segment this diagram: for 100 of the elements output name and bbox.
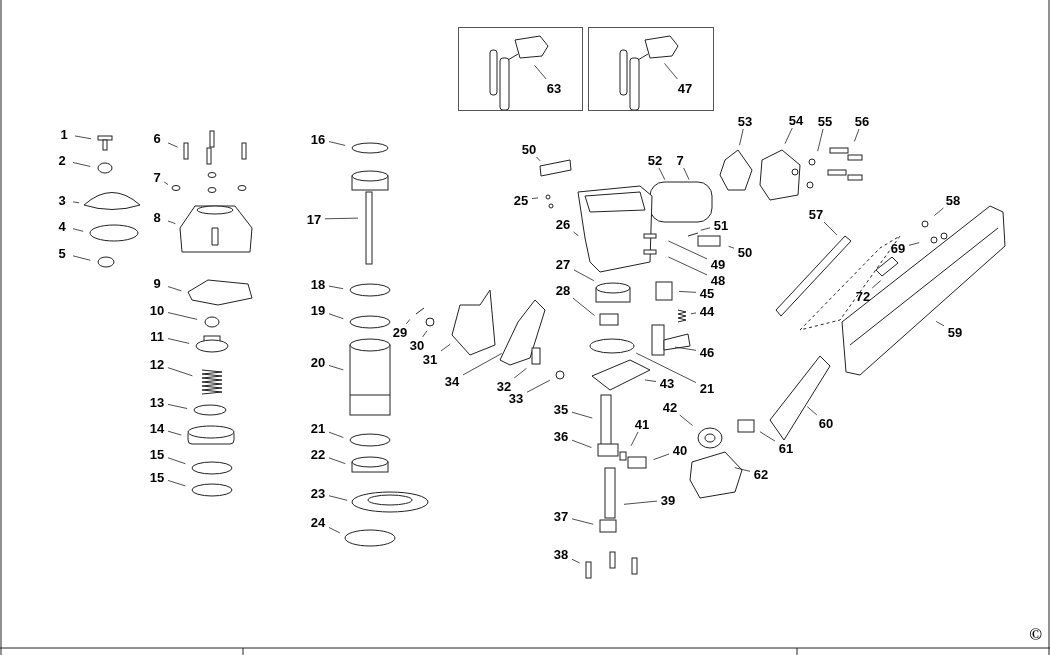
leader-line: [734, 467, 751, 472]
callout-number: 45: [696, 285, 718, 301]
callout-number: 72: [852, 288, 874, 304]
leader-line: [324, 217, 359, 220]
leader-line: [167, 430, 182, 436]
leader-line: [571, 439, 592, 448]
callout-number: 7: [669, 152, 691, 168]
detail-inset-frame: [588, 27, 714, 111]
callout-number: 55: [814, 113, 836, 129]
callout-number: 20: [307, 354, 329, 370]
leader-line: [526, 379, 551, 393]
leader-line: [167, 338, 190, 344]
callout-number: 29: [389, 324, 411, 340]
callout-number: 57: [805, 206, 827, 222]
leader-line: [635, 352, 697, 383]
callout-number: 47: [674, 80, 696, 96]
leader-line: [462, 353, 503, 376]
callout-number: 35: [550, 401, 572, 417]
leader-line: [536, 156, 541, 162]
callout-number: 17: [303, 211, 325, 227]
callout-number: 31: [419, 351, 441, 367]
callout-number: 51: [710, 217, 732, 233]
leader-line: [784, 127, 793, 145]
leader-line: [817, 128, 824, 152]
callout-number: 1: [53, 126, 75, 142]
leader-line: [700, 227, 711, 231]
callout-number: 15: [146, 469, 168, 485]
leader-line: [644, 379, 657, 382]
callout-number: 8: [146, 209, 168, 225]
callout-number: 13: [146, 394, 168, 410]
leader-line: [513, 367, 527, 379]
leader-line: [571, 518, 594, 525]
callout-number: 46: [696, 344, 718, 360]
callout-number: 7: [146, 169, 168, 185]
leader-line: [328, 365, 344, 371]
leader-line: [806, 406, 818, 416]
callout-number: 3: [51, 192, 73, 208]
callout-number: 52: [644, 152, 666, 168]
detail-inset-frame: [458, 27, 583, 111]
leader-line: [328, 285, 344, 290]
leader-line: [167, 404, 188, 409]
callout-number: 27: [552, 256, 574, 272]
callout-number: 2: [51, 152, 73, 168]
leader-line: [422, 330, 428, 338]
callout-number: 15: [146, 446, 168, 462]
leader-line: [679, 414, 693, 426]
leader-line: [167, 286, 182, 292]
leader-line: [823, 221, 838, 236]
callout-number: 50: [518, 141, 540, 157]
leader-line: [667, 256, 708, 276]
leader-line: [690, 312, 697, 315]
leader-line: [167, 367, 193, 377]
leader-line: [571, 558, 581, 564]
callout-number: 36: [550, 428, 572, 444]
leader-line: [534, 64, 547, 80]
callout-number: 37: [550, 508, 572, 524]
callout-number: 58: [942, 192, 964, 208]
callout-number: 43: [656, 375, 678, 391]
leader-line: [72, 201, 80, 204]
copyright-mark: ©: [1029, 626, 1042, 643]
leader-line: [572, 297, 595, 316]
callout-number: 9: [146, 275, 168, 291]
leader-line: [623, 500, 658, 505]
callout-number: 12: [146, 356, 168, 372]
callout-number: 19: [307, 302, 329, 318]
leader-line: [658, 167, 666, 181]
leader-line: [630, 431, 639, 447]
callout-number: 25: [510, 192, 532, 208]
callout-number: 41: [631, 416, 653, 432]
callout-number: 69: [887, 240, 909, 256]
leader-line: [440, 343, 451, 352]
leader-line: [759, 431, 776, 442]
callout-number: 14: [146, 420, 168, 436]
callout-number: 60: [815, 415, 837, 431]
leader-line: [683, 167, 690, 181]
callout-number: 30: [406, 337, 428, 353]
callout-number: 10: [146, 302, 168, 318]
callout-number: 22: [307, 446, 329, 462]
callout-number: 53: [734, 113, 756, 129]
leader-line: [573, 231, 579, 237]
leader-line: [328, 431, 344, 438]
leader-line: [72, 255, 91, 261]
callout-number: 61: [775, 440, 797, 456]
leader-line: [573, 269, 595, 282]
callout-number: 26: [552, 216, 574, 232]
leader-line: [678, 291, 697, 293]
leader-line: [674, 346, 697, 351]
callout-number: 63: [543, 80, 565, 96]
leader-line: [908, 242, 920, 246]
leader-line: [328, 527, 341, 534]
callout-number: 59: [944, 324, 966, 340]
leader-line: [167, 220, 176, 225]
callout-number: 56: [851, 113, 873, 129]
leader-line: [328, 313, 344, 320]
leader-line: [653, 453, 670, 460]
leader-line: [667, 240, 708, 260]
leader-line: [72, 228, 84, 232]
callout-number: 44: [696, 303, 718, 319]
callout-number: 34: [441, 373, 463, 389]
callout-number: 38: [550, 546, 572, 562]
